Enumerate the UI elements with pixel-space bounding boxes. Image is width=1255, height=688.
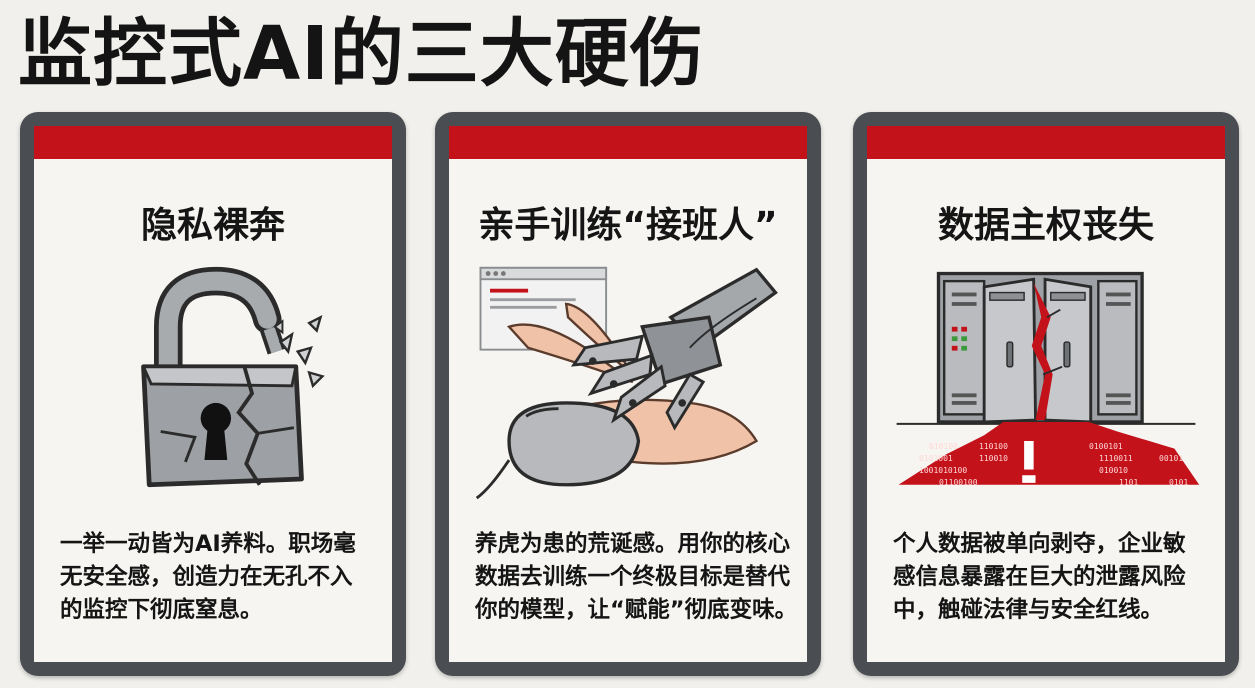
description-line: 感信息暴露在巨大的泄露风险 xyxy=(893,564,1186,590)
description-line: 养虎为患的荒诞感。用你的核心 xyxy=(475,531,791,557)
binary-digits: 1001010100 xyxy=(919,466,968,475)
binary-digits: 1101 xyxy=(1119,478,1139,487)
card-training-replacement: 亲手训练“接班人” xyxy=(435,112,821,676)
description-line: 你的模型，让“赋能”彻底变味。 xyxy=(475,597,798,623)
binary-digits: 1110011 xyxy=(1099,454,1133,463)
card-panel: 亲手训练“接班人” xyxy=(449,126,807,662)
card-data-sovereignty: 数据主权丧失 xyxy=(853,112,1239,676)
description-line: 个人数据被单向剥夺，企业敏 xyxy=(893,531,1186,557)
card-heading: 数据主权丧失 xyxy=(937,205,1154,246)
card-heading: 隐私裸奔 xyxy=(140,205,285,246)
description-line: 一举一动皆为AI养料。职场毫 xyxy=(60,531,356,557)
card-red-band xyxy=(867,126,1225,159)
binary-digits: 0101 xyxy=(1169,478,1189,487)
card-description: 一举一动皆为AI养料。职场毫 无安全感，创造力在无孔不入 的监控下彻底窒息。 xyxy=(60,528,374,627)
card-panel: 数据主权丧失 xyxy=(867,126,1225,662)
card-heading: 亲手训练“接班人” xyxy=(478,205,778,246)
binary-digits: 010100 xyxy=(929,442,958,451)
description-line: 无安全感，创造力在无孔不入 xyxy=(60,564,353,590)
leaking-server-icon: 010100 110100 0100101 0101001 110010 111… xyxy=(889,254,1203,510)
card-description: 养虎为患的荒诞感。用你的核心 数据去训练一个终极目标是替代 你的模型，让“赋能”… xyxy=(475,528,798,627)
description-line: 数据去训练一个终极目标是替代 xyxy=(475,564,791,590)
card-red-band xyxy=(34,126,392,159)
binary-digits: 010010 xyxy=(1099,466,1128,475)
card-privacy: 隐私裸奔 xyxy=(20,112,406,676)
binary-digits: 0100101 xyxy=(1089,442,1123,451)
broken-padlock-icon xyxy=(56,254,370,510)
binary-digits: 00101 xyxy=(1159,454,1184,463)
robot-hand-on-mouse-icon xyxy=(471,254,785,510)
description-line: 中，触碰法律与安全红线。 xyxy=(893,597,1164,623)
card-description: 个人数据被单向剥夺，企业敏 感信息暴露在巨大的泄露风险 中，触碰法律与安全红线。 xyxy=(893,528,1207,627)
binary-digits: 01100100 xyxy=(939,478,978,487)
binary-digits: 0101001 xyxy=(919,454,953,463)
card-panel: 隐私裸奔 xyxy=(34,126,392,662)
page-title: 监控式AI的三大硬伤 xyxy=(18,11,705,97)
binary-digits: 110100 xyxy=(979,442,1008,451)
card-red-band xyxy=(449,126,807,159)
description-line: 的监控下彻底窒息。 xyxy=(60,597,263,623)
binary-stream: 010100 110100 0100101 0101001 110010 111… xyxy=(919,442,1193,492)
binary-digits: 110010 xyxy=(979,454,1008,463)
